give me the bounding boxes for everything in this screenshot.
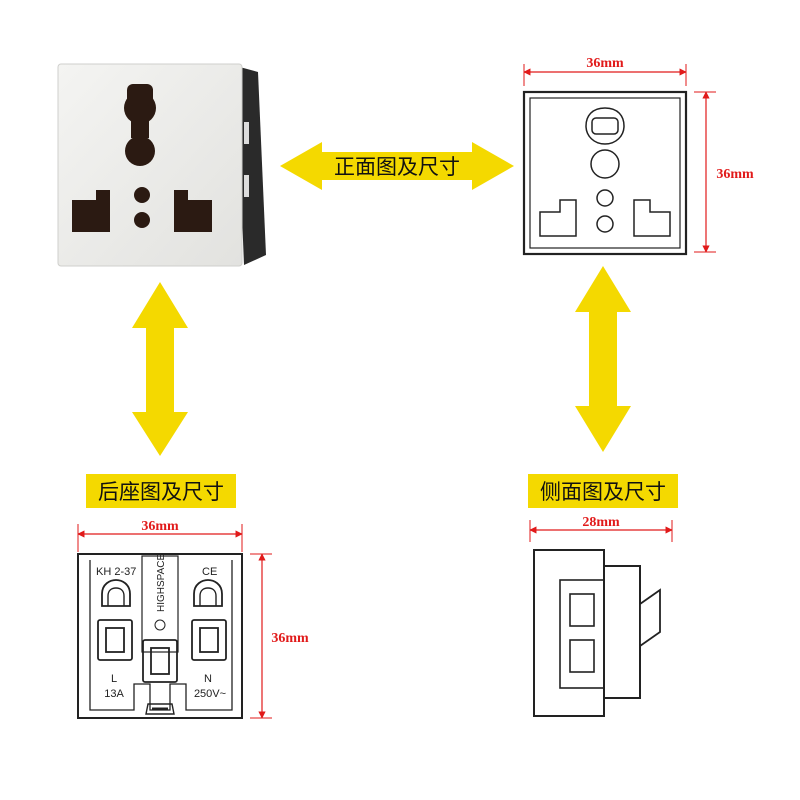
front-height-dimension: 36mm <box>716 167 754 182</box>
arrow-photo-to-front <box>280 142 514 190</box>
brand-marking: HIGHSPACE <box>156 554 167 612</box>
voltage-marking: 250V~ <box>194 688 226 700</box>
rear-label-band <box>86 474 236 508</box>
current-marking: 13A <box>104 688 124 700</box>
model-marking: KH 2-37 <box>96 566 136 578</box>
ce-marking: CE <box>202 566 217 578</box>
front-width-dimension: 36mm <box>586 56 624 71</box>
live-marking: L <box>111 673 117 685</box>
rear-view-label: 后座图及尺寸 <box>98 480 224 504</box>
side-view-diagram: 28mm <box>529 515 673 717</box>
front-view-label: 正面图及尺寸 <box>334 155 460 179</box>
side-label-band <box>528 474 678 508</box>
rear-width-dimension: 36mm <box>141 519 179 534</box>
front-view-diagram: 36mm 36mm <box>522 56 754 256</box>
product-photo <box>57 63 266 267</box>
arrow-front-to-side <box>575 266 631 452</box>
side-view-label: 侧面图及尺寸 <box>540 480 666 504</box>
rear-view-diagram: 36mm 36mm HIGHSPACE KH 2-37 CE L 13A N <box>77 519 309 719</box>
arrow-photo-to-rear <box>132 282 188 456</box>
rear-height-dimension: 36mm <box>271 631 309 646</box>
neutral-marking: N <box>204 673 212 685</box>
side-width-dimension: 28mm <box>582 515 620 530</box>
